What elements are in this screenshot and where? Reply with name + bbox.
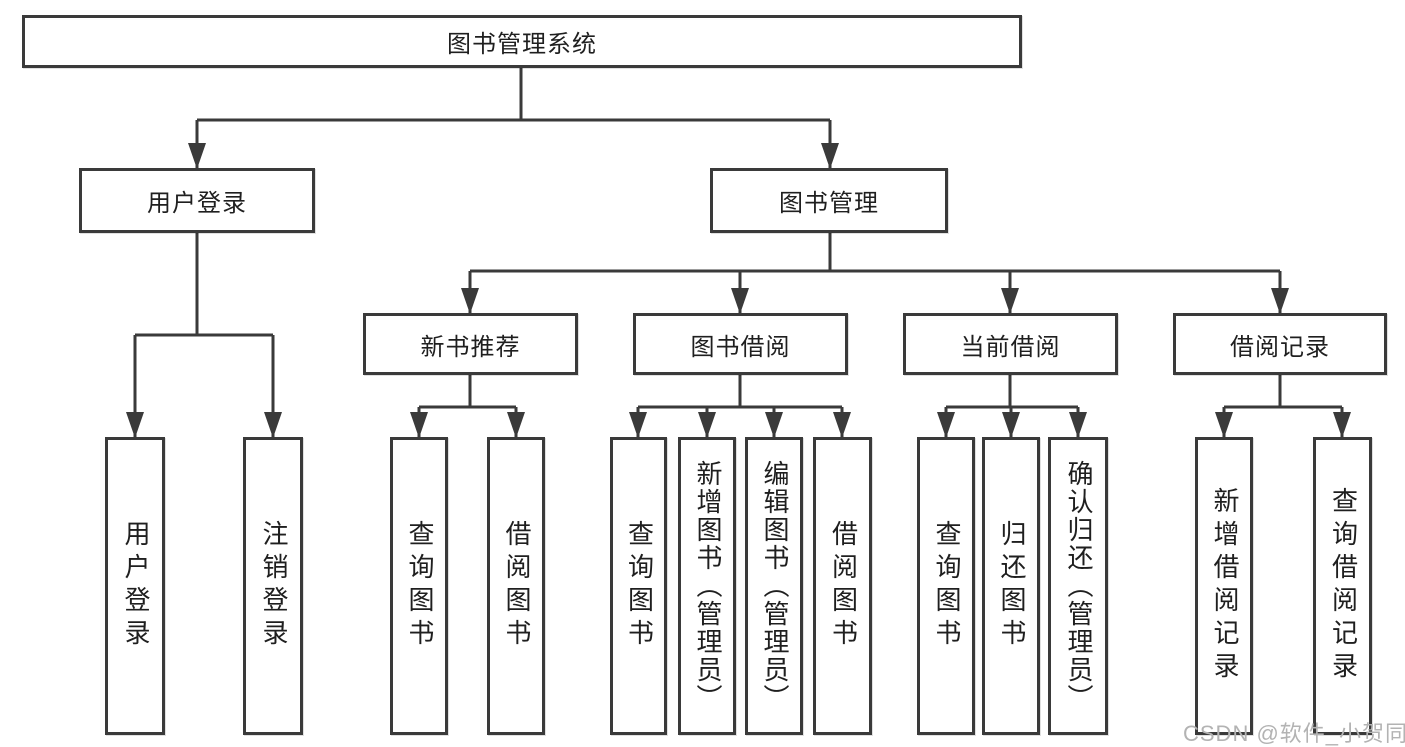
tree-leaf-query-books-2-label: 查询图书 — [624, 520, 655, 652]
tree-node-new-book-recommend-label: 新书推荐 — [420, 333, 521, 361]
tree-node-borrow-record: 借阅记录 — [1173, 313, 1387, 375]
tree-leaf-borrow-books-2: 借阅图书 — [813, 437, 872, 735]
tree-leaf-borrow-books-1-label: 借阅图书 — [501, 520, 532, 652]
tree-leaf-add-borrow-record-label: 新增借阅记录 — [1209, 487, 1240, 685]
tree-leaf-confirm-return-admin-label: 确认归还（管理员） — [1063, 460, 1094, 712]
tree-leaf-edit-book-admin-label: 编辑图书（管理员） — [759, 460, 790, 712]
tree-node-new-book-recommend: 新书推荐 — [363, 313, 578, 375]
tree-leaf-add-book-admin-label: 新增图书（管理员） — [692, 460, 723, 712]
csdn-watermark: CSDN @软件_小贺同学 — [1183, 721, 1405, 746]
tree-leaf-add-borrow-record: 新增借阅记录 — [1195, 437, 1253, 735]
tree-leaf-query-books-2: 查询图书 — [610, 437, 667, 735]
tree-leaf-edit-book-admin: 编辑图书（管理员） — [745, 437, 803, 735]
tree-leaf-query-books-1: 查询图书 — [390, 437, 448, 735]
tree-leaf-borrow-books-1: 借阅图书 — [487, 437, 545, 735]
tree-node-book-borrow: 图书借阅 — [633, 313, 848, 375]
tree-leaf-return-book-label: 归还图书 — [996, 520, 1027, 652]
tree-leaf-query-books-1-label: 查询图书 — [404, 520, 435, 652]
tree-leaf-logout-label: 注销登录 — [258, 520, 289, 652]
tree-leaf-query-borrow-record-label: 查询借阅记录 — [1328, 487, 1359, 685]
tree-leaf-return-book: 归还图书 — [982, 437, 1040, 735]
tree-node-book-management-label: 图书管理 — [779, 190, 879, 217]
tree-leaf-query-books-3-label: 查询图书 — [931, 520, 962, 652]
tree-leaf-query-books-3: 查询图书 — [917, 437, 975, 735]
tree-leaf-user-login: 用户登录 — [105, 437, 165, 735]
tree-node-root-label: 图书管理系统 — [447, 31, 597, 58]
tree-node-user-login: 用户登录 — [79, 168, 315, 233]
tree-node-current-borrow-label: 当前借阅 — [960, 333, 1061, 361]
tree-node-borrow-record-label: 借阅记录 — [1230, 333, 1330, 361]
tree-leaf-logout: 注销登录 — [243, 437, 303, 735]
tree-node-book-borrow-label: 图书借阅 — [690, 333, 791, 361]
tree-leaf-borrow-books-2-label: 借阅图书 — [828, 520, 859, 652]
tree-leaf-confirm-return-admin: 确认归还（管理员） — [1048, 437, 1108, 735]
tree-node-book-management: 图书管理 — [710, 168, 948, 233]
tree-node-current-borrow: 当前借阅 — [903, 313, 1118, 375]
tree-leaf-user-login-label: 用户登录 — [120, 520, 151, 652]
tree-leaf-query-borrow-record: 查询借阅记录 — [1313, 437, 1372, 735]
tree-leaf-add-book-admin: 新增图书（管理员） — [678, 437, 736, 735]
tree-node-root: 图书管理系统 — [22, 15, 1022, 68]
tree-node-user-login-label: 用户登录 — [147, 190, 247, 217]
